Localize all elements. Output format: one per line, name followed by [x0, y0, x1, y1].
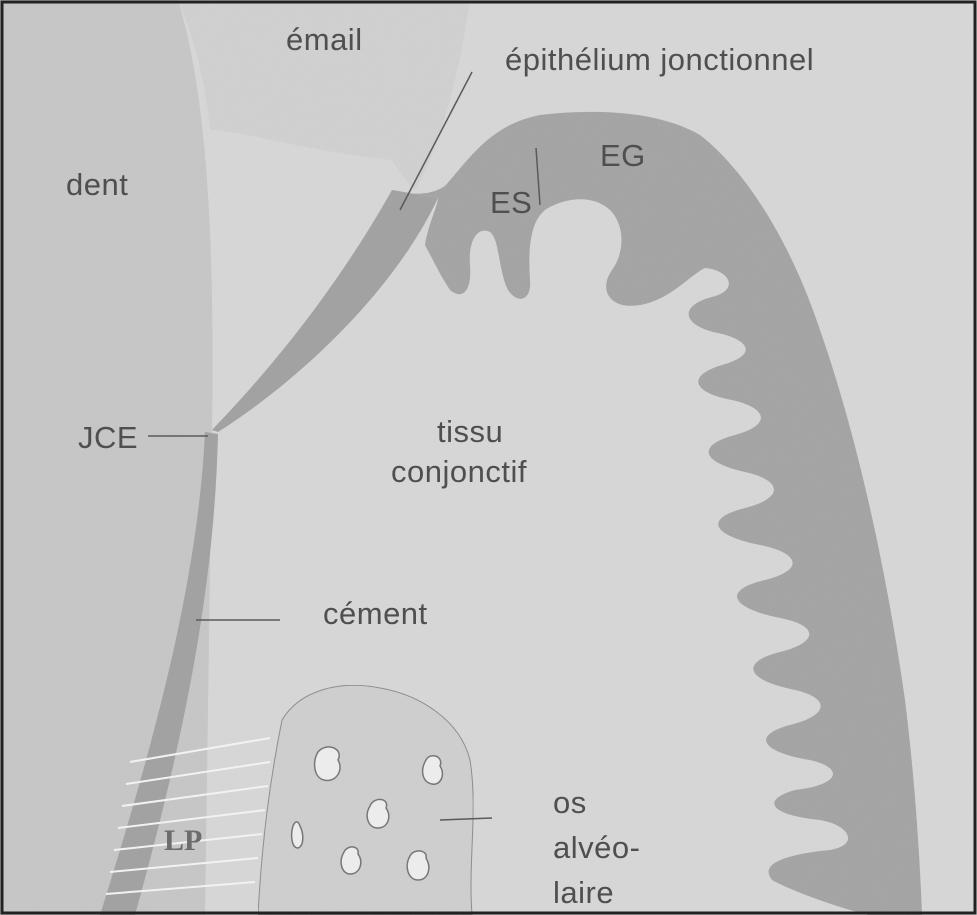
label-tissu: tissu: [437, 414, 503, 449]
label-es: ES: [490, 185, 532, 220]
label-eg: EG: [600, 138, 646, 173]
label-alveo: alvéo-: [553, 830, 640, 865]
tooth-region: [0, 0, 213, 915]
label-jce: JCE: [78, 420, 138, 455]
alveolar-bone: [258, 685, 473, 915]
label-lp: LP: [164, 824, 202, 857]
label-laire: laire: [553, 875, 614, 910]
label-os: os: [553, 785, 587, 820]
label-epithelium-jonctionnel: épithélium jonctionnel: [505, 42, 814, 77]
label-dent: dent: [66, 167, 128, 202]
label-cement: cément: [323, 596, 428, 631]
label-conjonctif: conjonctif: [391, 454, 527, 489]
label-email: émail: [286, 22, 363, 57]
